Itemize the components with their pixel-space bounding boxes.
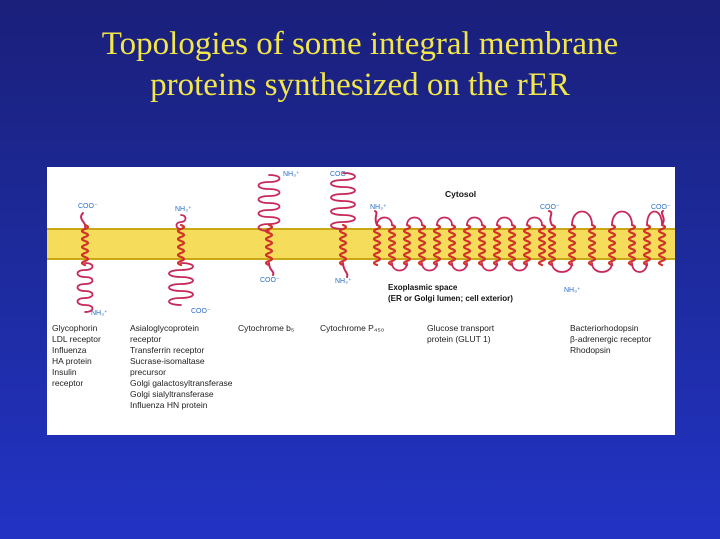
glut1-helix [372, 223, 382, 267]
exoplasmic-label-line1: Exoplasmic space [388, 283, 458, 292]
glut1-exoplasmic-loop [481, 262, 498, 272]
glut1-exoplasmic-loop [421, 262, 438, 272]
label-line: β-adrenergic receptor [570, 334, 652, 344]
label-line: precursor [130, 367, 166, 377]
label-line: Influenza HN protein [130, 400, 208, 410]
exoplasmic-label-line2: (ER or Golgi lumen; cell exterior) [388, 294, 513, 303]
glut1-cytosolic-loop [406, 216, 423, 226]
group-label-cytochrome-p450: Cytochrome P₄₅₀ [320, 323, 384, 334]
label-line: receptor [130, 334, 162, 344]
glut1-exoplasmic-loop [451, 262, 468, 272]
glycophorin-exoplasmic-coil [76, 262, 94, 313]
terminus-label: COO⁻ [330, 171, 350, 178]
glut1-helix [537, 223, 547, 267]
label-line: Influenza [52, 345, 87, 355]
seven-tm-exoplasmic-loop [551, 262, 573, 273]
glut1-helix [417, 223, 427, 267]
cytb5-cytosolic-coil [257, 174, 281, 232]
glut1-helix [387, 223, 397, 267]
cytb5-helix [264, 223, 274, 267]
glut1-n-tail [374, 210, 378, 226]
glut1-helix [447, 223, 457, 267]
glycophorin-helix [80, 223, 90, 267]
p450-cytosolic-coil [330, 172, 356, 230]
p450-helix [338, 223, 348, 267]
glut1-cytosolic-loop [526, 216, 543, 226]
glut1-helix [507, 223, 517, 267]
glut1-cytosolic-loop [496, 216, 513, 226]
terminus-label: COO⁻ [651, 204, 671, 211]
asialo-helix [176, 223, 186, 267]
exoplasmic-label: Exoplasmic space (ER or Golgi lumen; cel… [388, 282, 513, 304]
label-line: Golgi galactosyltransferase [130, 378, 233, 388]
terminus-label: NH₃⁺ [370, 204, 387, 211]
terminus-label: COO⁻ [540, 204, 560, 211]
title-line-2: proteins synthesized on the rER [150, 67, 570, 103]
group-label-glut1: Glucose transport protein (GLUT 1) [427, 323, 494, 345]
label-line: Insulin [52, 367, 77, 377]
label-line: Cytochrome b₅ [238, 323, 295, 333]
label-line: Sucrase-isomaltase [130, 356, 205, 366]
seven-tm-cytosolic-loop [571, 210, 593, 226]
seven-tm-tail [660, 210, 665, 226]
label-line: protein (GLUT 1) [427, 334, 491, 344]
seven-tm-helix [657, 223, 667, 267]
seven-tm-cytosolic-loop [611, 210, 633, 226]
seven-tm-helix [607, 223, 617, 267]
glut1-cytosolic-loop [466, 216, 483, 226]
label-line: Glucose transport [427, 323, 495, 333]
label-line: LDL receptor [52, 334, 101, 344]
terminus-label: COO⁻ [260, 277, 280, 284]
glut1-helix [462, 223, 472, 267]
seven-tm-helix [627, 223, 637, 267]
slide-title: Topologies of some integral membrane pro… [0, 24, 720, 106]
glut1-helix [402, 223, 412, 267]
label-line: receptor [52, 378, 84, 388]
terminus-label: NH₃⁺ [175, 206, 192, 213]
seven-tm-helix [547, 223, 557, 267]
seven-tm-helix [567, 223, 577, 267]
terminus-label: NH₃⁺ [91, 310, 108, 317]
membrane-topology-diagram: Cytosol Exoplasmic space (ER or Golgi lu… [47, 167, 675, 435]
glut1-exoplasmic-loop [511, 262, 528, 272]
label-line: Asialoglycoprotein [130, 323, 199, 333]
glut1-helix [492, 223, 502, 267]
glut1-helix [522, 223, 532, 267]
group-label-bacteriorhodopsin: Bacteriorhodopsin β-adrenergic receptor … [570, 323, 674, 356]
p450-tail [342, 262, 349, 278]
label-line: HA protein [52, 356, 92, 366]
title-line-1: Topologies of some integral membrane [101, 26, 619, 62]
terminus-label: COO⁻ [78, 203, 98, 210]
label-line: Cytochrome P₄₅₀ [320, 323, 385, 333]
label-line: Golgi sialyltransferase [130, 389, 214, 399]
glut1-exoplasmic-loop [391, 262, 408, 272]
membrane-bilayer [47, 229, 675, 259]
asialo-exoplasmic-coil [168, 262, 194, 306]
glut1-helix [432, 223, 442, 267]
seven-tm-cytosolic-loop [646, 210, 663, 226]
label-line: Rhodopsin [570, 345, 611, 355]
cytosol-label: Cytosol [445, 189, 477, 199]
glut1-cytosolic-loop [376, 216, 393, 226]
seven-tm-exoplasmic-loop [591, 262, 613, 273]
seven-tm-helix [642, 223, 652, 267]
terminus-label: NH₃⁺ [335, 278, 352, 285]
diagram-canvas [47, 172, 675, 313]
seven-tm-c-tail [548, 210, 553, 226]
label-line: Transferrin receptor [130, 345, 205, 355]
terminus-label: NH₃⁺ [564, 287, 581, 294]
seven-tm-helix [587, 223, 597, 267]
cytb5-tail [268, 262, 275, 276]
group-label-cytochrome-b5: Cytochrome b₅ [238, 323, 294, 334]
seven-tm-exoplasmic-loop [631, 262, 648, 273]
group-label-asialoglycoprotein: Asialoglycoprotein receptor Transferrin … [130, 323, 233, 411]
glut1-cytosolic-loop [436, 216, 453, 226]
group-label-glycophorin: Glycophorin LDL receptor Influenza HA pr… [52, 323, 101, 389]
asialo-short-tail [175, 214, 187, 230]
terminus-label: NH₃⁺ [283, 171, 300, 178]
label-line: Bacteriorhodopsin [570, 323, 639, 333]
terminus-label: COO⁻ [191, 308, 211, 315]
label-line: Glycophorin [52, 323, 98, 333]
glut1-helix [477, 223, 487, 267]
